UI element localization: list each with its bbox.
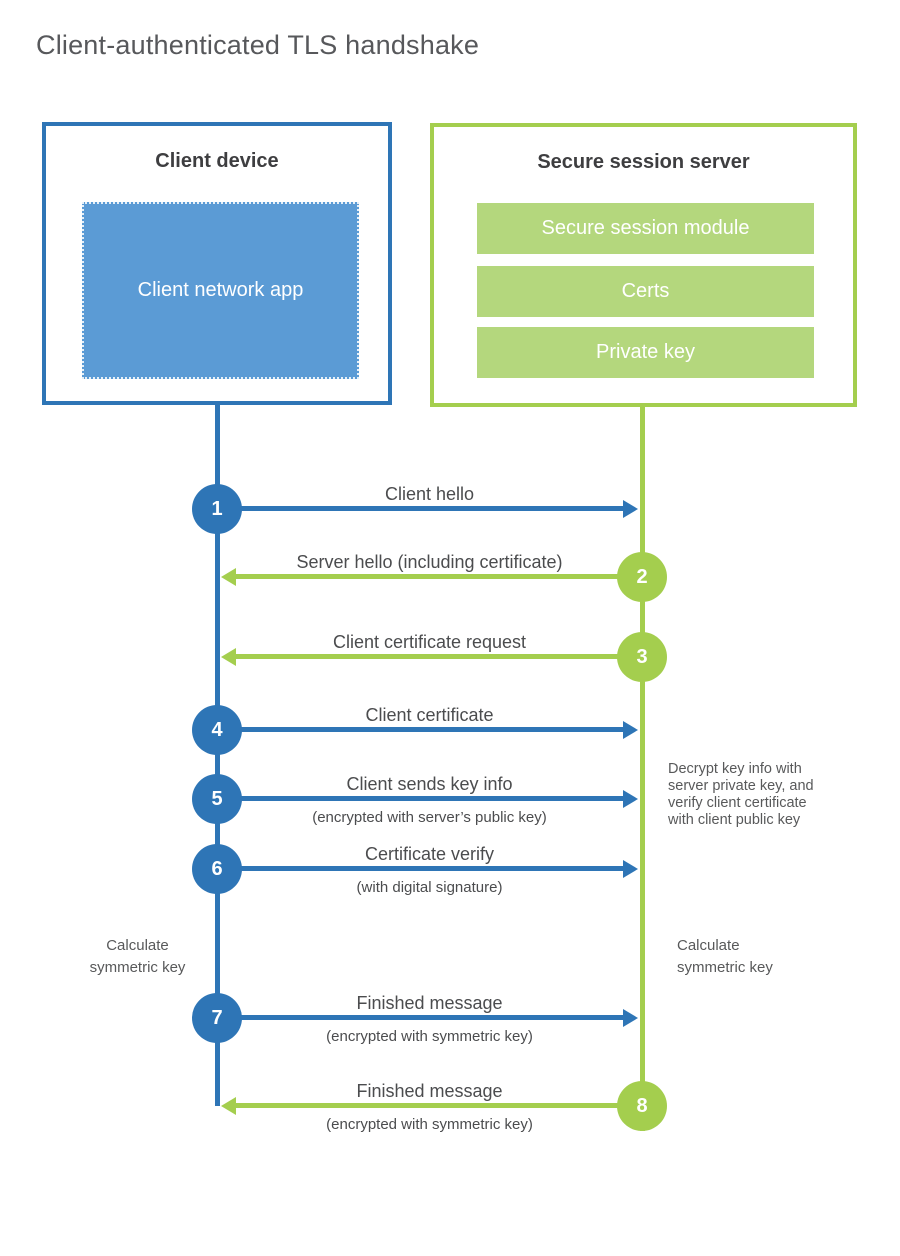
step-2-server-hello: Server hello (including certificate) 2	[192, 552, 667, 602]
step-label: Client certificate	[365, 705, 494, 725]
arrow-line	[240, 506, 623, 511]
step-sublabel: (encrypted with symmetric key)	[326, 1028, 533, 1045]
server-module-bar: Secure session module	[477, 203, 814, 254]
arrow-line	[240, 796, 623, 801]
client-network-app-label: Client network app	[137, 279, 304, 301]
secure-session-server-title: Secure session server	[537, 151, 750, 173]
step-label: Client hello	[384, 484, 475, 504]
secure-session-server-box: Secure session server Secure session mod…	[430, 123, 857, 407]
client-network-app-box: Client network app	[82, 202, 359, 379]
step-number-badge: 1	[192, 484, 242, 534]
step-label: Finished message	[356, 993, 503, 1013]
page-title: Client-authenticated TLS handshake	[36, 30, 480, 60]
arrow-line	[240, 727, 623, 732]
step-number-badge: 5	[192, 774, 242, 824]
step-sublabel: (with digital signature)	[356, 879, 503, 896]
server-private-key-bar: Private key	[477, 327, 814, 378]
step-number-badge: 7	[192, 993, 242, 1043]
calculate-symmetric-key-note-client: Calculate symmetric key	[89, 937, 186, 976]
step-number-badge: 6	[192, 844, 242, 894]
client-lifeline	[215, 405, 220, 1106]
step-5-client-sends-key-info: Client sends key info (encrypted with se…	[192, 774, 667, 826]
step-sublabel: (encrypted with symmetric key)	[326, 1116, 533, 1133]
client-device-box: Client device Client network app	[42, 122, 392, 405]
step-label: Client sends key info	[346, 774, 513, 794]
step-number-badge: 4	[192, 705, 242, 755]
step-6-certificate-verify: Certificate verify (with digital signatu…	[192, 844, 667, 896]
calculate-symmetric-key-note-server: Calculate symmetric key	[677, 937, 773, 976]
arrow-head-icon	[623, 721, 638, 739]
arrow-head-icon	[221, 1097, 236, 1115]
step-7-finished-message: Finished message (encrypted with symmetr…	[192, 993, 667, 1045]
step-number-badge: 2	[617, 552, 667, 602]
step-sublabel: (encrypted with server’s public key)	[312, 809, 547, 826]
arrow-head-icon	[221, 648, 236, 666]
arrow-head-icon	[623, 790, 638, 808]
step-3-client-certificate-request: Client certificate request 3	[192, 632, 667, 682]
arrow-line	[236, 574, 619, 579]
arrow-line	[236, 1103, 619, 1108]
step-label: Server hello (including certificate)	[296, 552, 563, 572]
arrow-line	[236, 654, 619, 659]
step-8-finished-message: Finished message (encrypted with symmetr…	[192, 1081, 667, 1133]
arrow-head-icon	[221, 568, 236, 586]
client-device-title: Client device	[155, 150, 279, 172]
step-1-client-hello: Client hello 1	[192, 484, 667, 534]
server-certs-bar: Certs	[477, 266, 814, 317]
step-number-badge: 8	[617, 1081, 667, 1131]
arrow-head-icon	[623, 500, 638, 518]
step-label: Certificate verify	[364, 844, 495, 864]
step-4-client-certificate: Client certificate 4	[192, 705, 667, 755]
step-label: Client certificate request	[332, 632, 527, 652]
arrow-head-icon	[623, 860, 638, 878]
server-lifeline	[640, 407, 645, 1131]
step-label: Finished message	[356, 1081, 503, 1101]
step-number-badge: 3	[617, 632, 667, 682]
arrow-line	[240, 1015, 623, 1020]
decrypt-key-note: Decrypt key info with server private key…	[668, 761, 814, 828]
arrow-line	[240, 866, 623, 871]
arrow-head-icon	[623, 1009, 638, 1027]
